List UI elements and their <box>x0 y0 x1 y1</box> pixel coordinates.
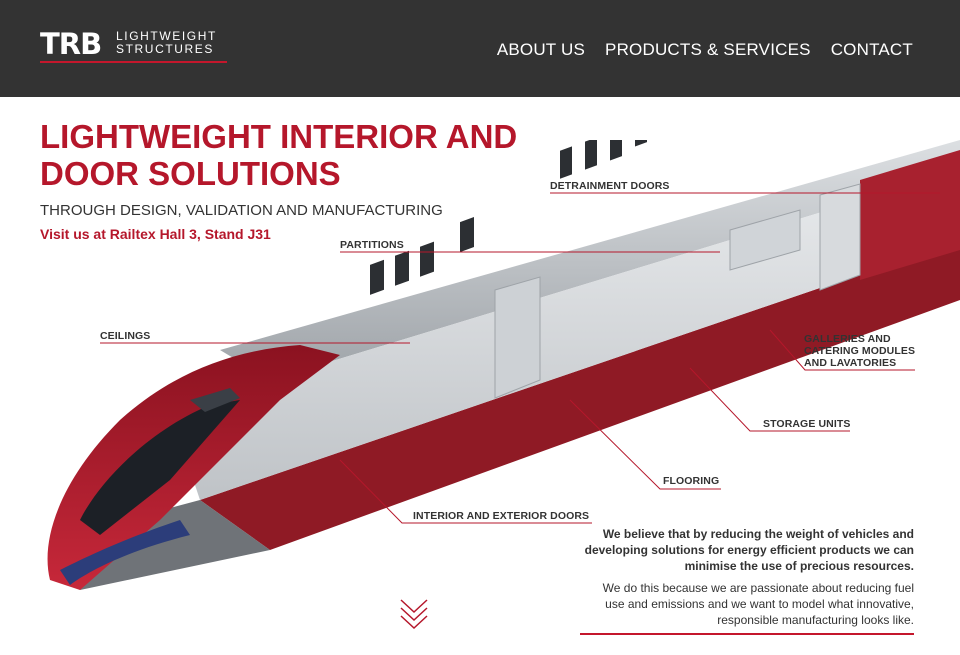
title-line-2: DOOR SOLUTIONS <box>40 155 341 192</box>
nav-contact[interactable]: CONTACT <box>830 40 913 59</box>
nav-products-services[interactable]: PRODUCTS & SERVICES <box>605 40 811 59</box>
train-nose-stripe <box>60 520 190 585</box>
title-line-1: LIGHTWEIGHT INTERIOR AND <box>40 118 518 155</box>
train-nose <box>47 345 341 590</box>
callout-line-storage <box>689 367 850 432</box>
logo-line-2: STRUCTURES <box>116 41 215 56</box>
callout-partitions: PARTITIONS <box>340 239 404 251</box>
logo-mark: TRB <box>40 27 102 61</box>
callout-doors: INTERIOR AND EXTERIOR DOORS <box>413 510 590 522</box>
logo-line-1: LIGHTWEIGHT <box>116 29 217 43</box>
logo-tagline: LIGHTWEIGHT STRUCTURES <box>116 30 217 55</box>
train-floor <box>200 240 960 550</box>
callout-ceilings: CEILINGS <box>100 330 151 342</box>
mission-body: We do this because we are passionate abo… <box>602 581 914 627</box>
main-nav: ABOUT US PRODUCTS & SERVICES CONTACT <box>497 40 913 60</box>
callout-galleries-line-1: GALLERIES AND <box>804 333 891 345</box>
intro-copy: We believe that by reducing the weight o… <box>584 526 914 628</box>
train-galley <box>729 209 801 271</box>
callout-storage-units: STORAGE UNITS <box>763 418 851 430</box>
callout-galleries-line-3: AND LAVATORIES <box>804 357 897 369</box>
mission-statement: We believe that by reducing the weight o… <box>584 527 914 573</box>
callout-line-flooring <box>569 399 721 490</box>
event-link[interactable]: Visit us at Railtex Hall 3, Stand J31 <box>40 226 271 242</box>
callout-galleries-line-2: CATERING MODULES <box>804 345 916 357</box>
callout-line-doors <box>339 459 592 524</box>
copy-divider <box>580 633 914 635</box>
callout-line-galleries <box>769 329 915 371</box>
site-header: TRB LIGHTWEIGHT STRUCTURES ABOUT US PROD… <box>0 0 960 97</box>
chevron-double-down-icon[interactable] <box>399 598 429 632</box>
callout-detrainment-doors: DETRAINMENT DOORS <box>550 180 670 192</box>
train-illustration <box>47 114 960 590</box>
train-cutaway-illustration <box>40 114 960 600</box>
callout-galleries: GALLERIES AND CATERING MODULES AND LAVAT… <box>804 333 915 369</box>
train-roof <box>220 140 960 380</box>
train-rear-door <box>819 183 861 291</box>
page-title: LIGHTWEIGHT INTERIOR AND DOOR SOLUTIONS <box>40 118 560 192</box>
callout-flooring: FLOORING <box>663 475 720 487</box>
nav-about-us[interactable]: ABOUT US <box>496 40 586 59</box>
train-rear-carriage <box>860 150 960 280</box>
train-window <box>190 388 240 412</box>
logo-underline <box>40 61 227 63</box>
page-subtitle: THROUGH DESIGN, VALIDATION AND MANUFACTU… <box>40 202 443 219</box>
logo[interactable]: TRB LIGHTWEIGHT STRUCTURES <box>40 30 228 64</box>
train-windshield <box>80 400 240 535</box>
train-partition <box>494 276 541 399</box>
scroll-chevrons <box>400 599 428 630</box>
